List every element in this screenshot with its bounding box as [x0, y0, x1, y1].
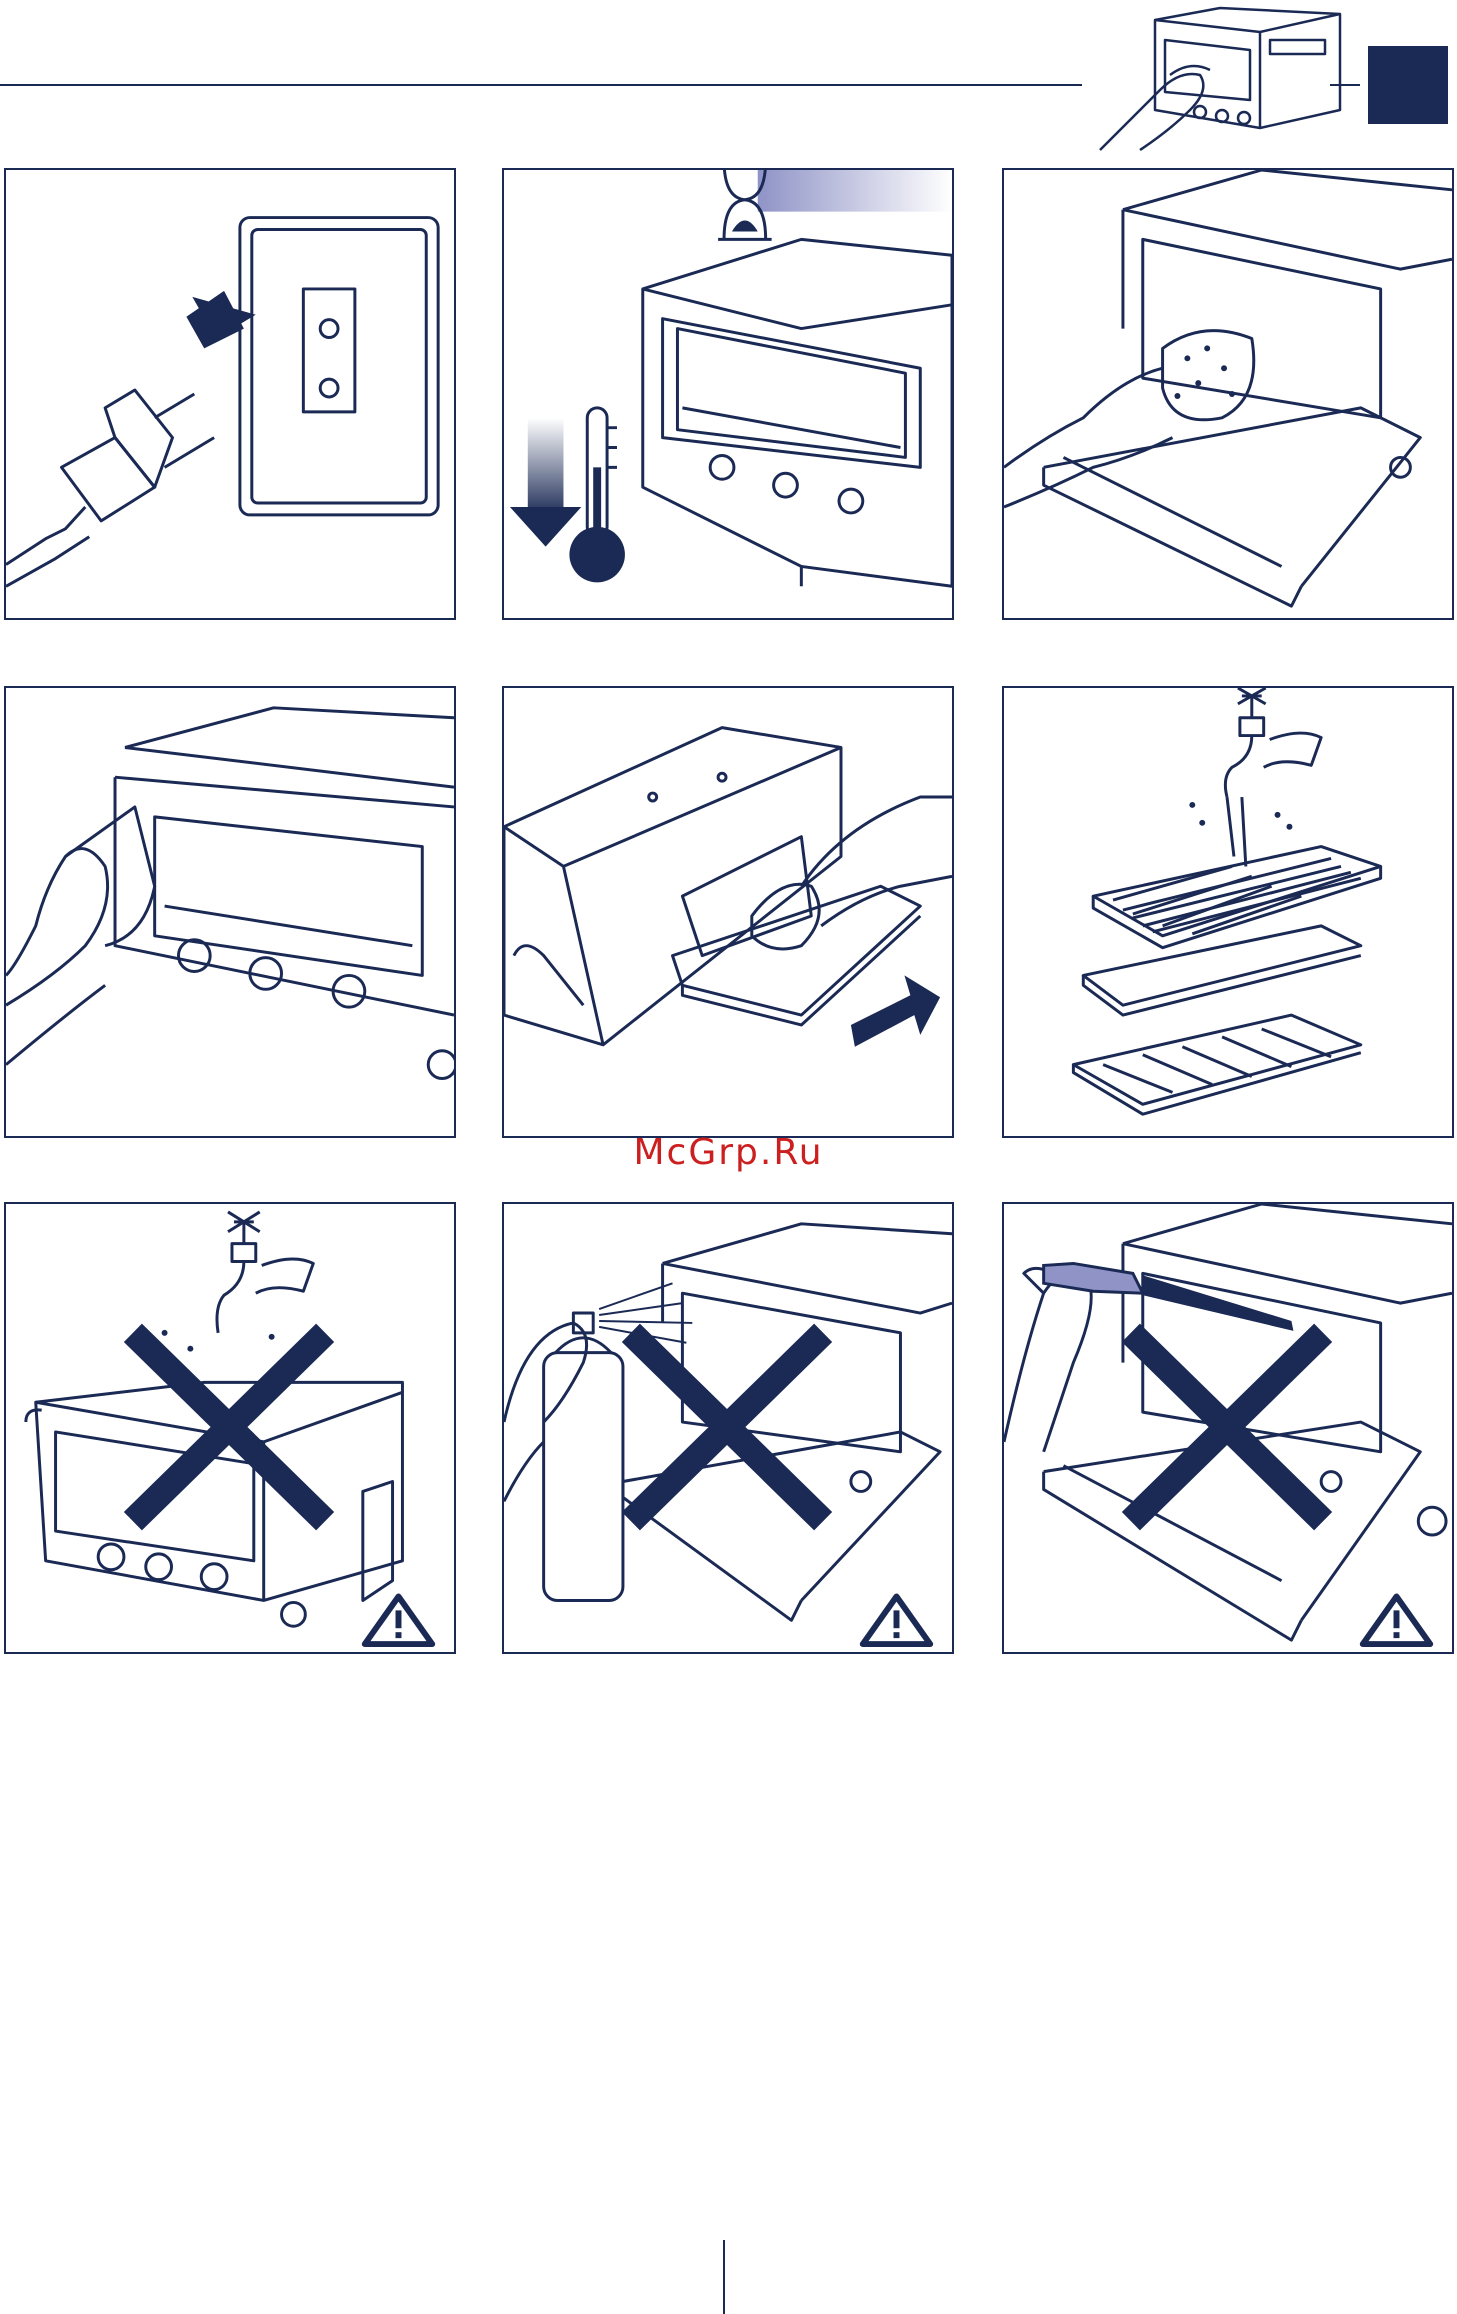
panel-wipe-interior — [1002, 168, 1454, 620]
header-oven-cleaning-illustration — [1070, 0, 1350, 160]
panel-no-sharp-objects — [1002, 1202, 1454, 1654]
header-rule — [0, 84, 1082, 86]
watermark-text: McGrp.Ru — [0, 1132, 1457, 1173]
cloth-icon — [6, 688, 454, 1136]
faucet-icon — [1004, 688, 1452, 1136]
sponge-icon — [1004, 170, 1452, 618]
panel-cool-down — [502, 168, 954, 620]
no-water-icon — [6, 1204, 454, 1652]
panel-clean-crumb-tray — [502, 686, 954, 1138]
language-tab-square — [1368, 46, 1448, 124]
no-spray-icon — [504, 1204, 952, 1652]
panel-wipe-exterior — [4, 686, 456, 1138]
tray-icon — [504, 688, 952, 1136]
panel-no-water-immersion — [4, 1202, 456, 1654]
panel-unplug — [4, 168, 456, 620]
unplug-icon — [6, 170, 454, 618]
no-knife-icon — [1004, 1204, 1452, 1652]
panel-no-spray-cleaner — [502, 1202, 954, 1654]
panel-wash-accessories — [1002, 686, 1454, 1138]
footer-divider — [723, 2240, 725, 2314]
hourglass-icon — [504, 170, 952, 618]
